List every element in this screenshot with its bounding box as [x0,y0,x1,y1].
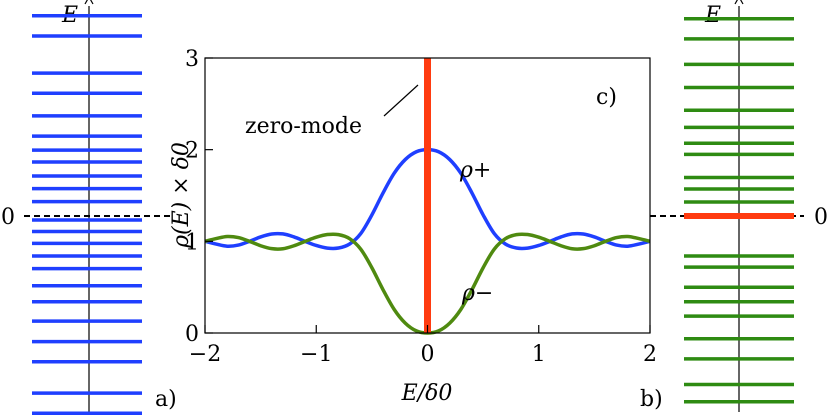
panel-a: E 0 a) [1,3,177,415]
panel-a-label: a) [155,387,177,412]
y-tick-label: 3 [185,47,199,72]
y-tick-label: 0 [185,322,199,347]
panel-a-zero-label: 0 [1,205,15,230]
x-tick-label: −1 [300,342,332,367]
panel-b: E 0 b) [640,3,828,412]
panel-c-label: c) [596,85,617,110]
panel-b-zero-label: 0 [814,205,828,230]
axis-ticks: −2 −1 0 1 2 0 1 2 3 [185,47,657,367]
series-label-minus-text: ρ− [461,281,493,306]
series-label-minus: ρ− [461,281,493,306]
zero-mode-label: zero-mode [245,114,362,139]
x-tick-label: 1 [532,342,546,367]
y-axis-label: ρ(E) × δ0 [169,142,194,249]
series-label-plus-text: ρ+ [459,158,491,183]
panel-c: −2 −1 0 1 2 0 1 2 3 c) zero-mode ρ+ ρ− ρ(E) × δ0… [169,47,657,406]
panel-b-axis-label: E [704,3,721,28]
x-tick-label: −2 [189,342,221,367]
x-axis-label: E/δ0 [401,381,453,406]
zero-mode-pointer [383,84,419,117]
x-tick-label: 0 [421,342,435,367]
panel-b-levels [684,16,794,404]
y-tick-label: 1 [185,230,199,255]
y-tick-label: 2 [185,139,199,164]
x-tick-label: 2 [643,342,657,367]
panel-b-label: b) [640,387,663,412]
panel-a-levels [32,14,142,415]
series-label-plus: ρ+ [459,158,491,183]
